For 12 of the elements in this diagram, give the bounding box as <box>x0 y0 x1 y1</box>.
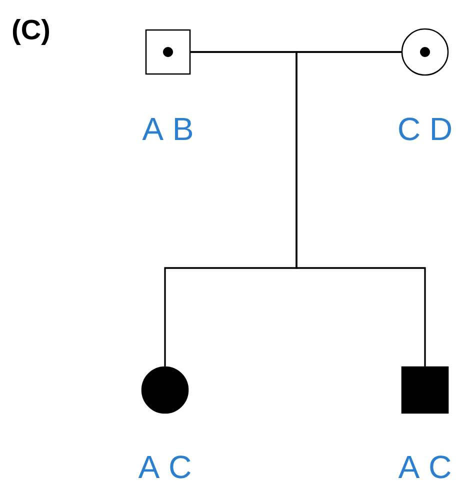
genotype-label: C D <box>399 118 451 140</box>
carrier-dot <box>420 47 430 57</box>
pedigree-symbol <box>401 366 449 414</box>
pedigree-symbol <box>401 28 449 76</box>
pedigree-line <box>296 51 426 366</box>
carrier-dot <box>163 47 173 57</box>
genotype-label: A B <box>142 118 192 140</box>
pedigree-symbol <box>141 366 189 414</box>
pedigree-symbol <box>145 29 191 75</box>
genotype-label: A C <box>398 456 450 478</box>
panel-label: (C) <box>12 18 49 46</box>
genotype-label: A C <box>138 456 190 478</box>
